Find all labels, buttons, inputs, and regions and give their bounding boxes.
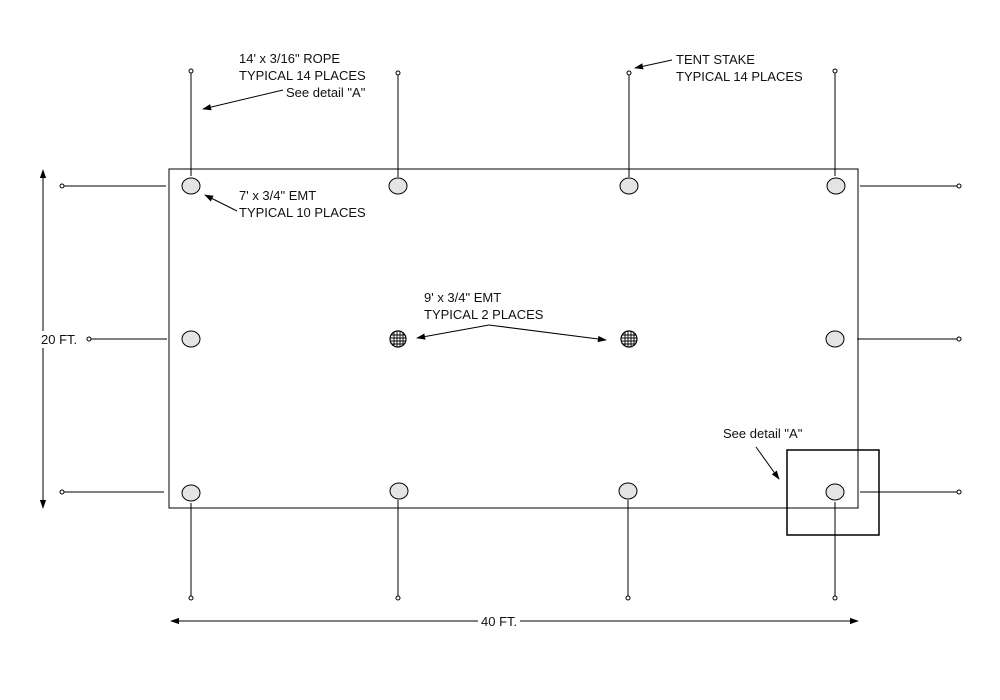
stake-dot-icon xyxy=(956,336,962,342)
stake-dot-icon xyxy=(86,336,92,342)
stake-leader-arrow xyxy=(634,59,673,70)
circle-post-icon xyxy=(825,483,845,501)
short-post-label: 7' x 3/4" EMT TYPICAL 10 PLACES xyxy=(239,187,366,221)
circle-post-icon xyxy=(389,482,409,500)
stake-label: TENT STAKE TYPICAL 14 PLACES xyxy=(676,51,803,85)
short-post-label-size: 7' x 3/4" EMT xyxy=(239,188,317,203)
detail-a-box xyxy=(786,449,880,536)
rope-leader-arrow xyxy=(202,89,284,111)
stake-dot-icon xyxy=(395,595,401,601)
circle-post-icon xyxy=(181,484,201,502)
length-dimension-label: 40 FT. xyxy=(478,613,521,630)
center-post-label-count: TYPICAL 2 PLACES xyxy=(424,307,544,322)
stake-dot-icon xyxy=(59,489,65,495)
rope-label-count: TYPICAL 14 PLACES xyxy=(239,68,366,83)
circle-post-icon xyxy=(388,177,408,195)
center-post-right xyxy=(620,330,638,348)
short-post-label-count: TYPICAL 10 PLACES xyxy=(239,205,366,220)
stake-dot-icon xyxy=(956,183,962,189)
stake-dot-icon xyxy=(188,68,194,74)
stake-dot-icon xyxy=(395,70,401,76)
width-dimension-label: 20 FT. xyxy=(38,331,81,348)
detail-leader-arrow xyxy=(755,446,780,480)
bottom-ropes xyxy=(190,500,836,597)
hatched-post-icon xyxy=(620,330,638,348)
side-ropes xyxy=(64,185,957,493)
stake-dot-icon xyxy=(625,595,631,601)
stake-dot-icon xyxy=(832,595,838,601)
circle-post-icon xyxy=(181,330,201,348)
leader-arrows xyxy=(202,59,780,480)
stake-dot-icon xyxy=(188,595,194,601)
top-ropes xyxy=(190,72,836,177)
short-posts xyxy=(181,177,846,502)
rope-label: 14' x 3/16" ROPE TYPICAL 14 PLACES See d… xyxy=(239,50,366,101)
rope-label-detail-ref: See detail "A" xyxy=(286,85,366,100)
circle-post-icon xyxy=(825,330,845,348)
center-post-left xyxy=(389,330,407,348)
center-post-label-size: 9' x 3/4" EMT xyxy=(424,290,502,305)
circle-post-icon xyxy=(618,482,638,500)
stake-label-name: TENT STAKE xyxy=(676,52,755,67)
stake-label-count: TYPICAL 14 PLACES xyxy=(676,69,803,84)
center-leader-arrow-left xyxy=(416,324,490,340)
circle-post-icon xyxy=(826,177,846,195)
post-leader-arrow xyxy=(204,194,238,212)
stake-dot-icon xyxy=(59,183,65,189)
stake-dot-icon xyxy=(626,70,632,76)
circle-post-icon xyxy=(619,177,639,195)
center-leader-arrow-right xyxy=(488,324,607,343)
detail-a-label: See detail "A" xyxy=(723,426,803,441)
rope-label-size: 14' x 3/16" ROPE xyxy=(239,51,341,66)
stake-dot-icon xyxy=(956,489,962,495)
hatched-post-icon xyxy=(389,330,407,348)
center-post-label: 9' x 3/4" EMT TYPICAL 2 PLACES xyxy=(424,289,543,323)
circle-post-icon xyxy=(181,177,201,195)
stake-dot-icon xyxy=(832,68,838,74)
tent-stakes xyxy=(59,68,962,601)
